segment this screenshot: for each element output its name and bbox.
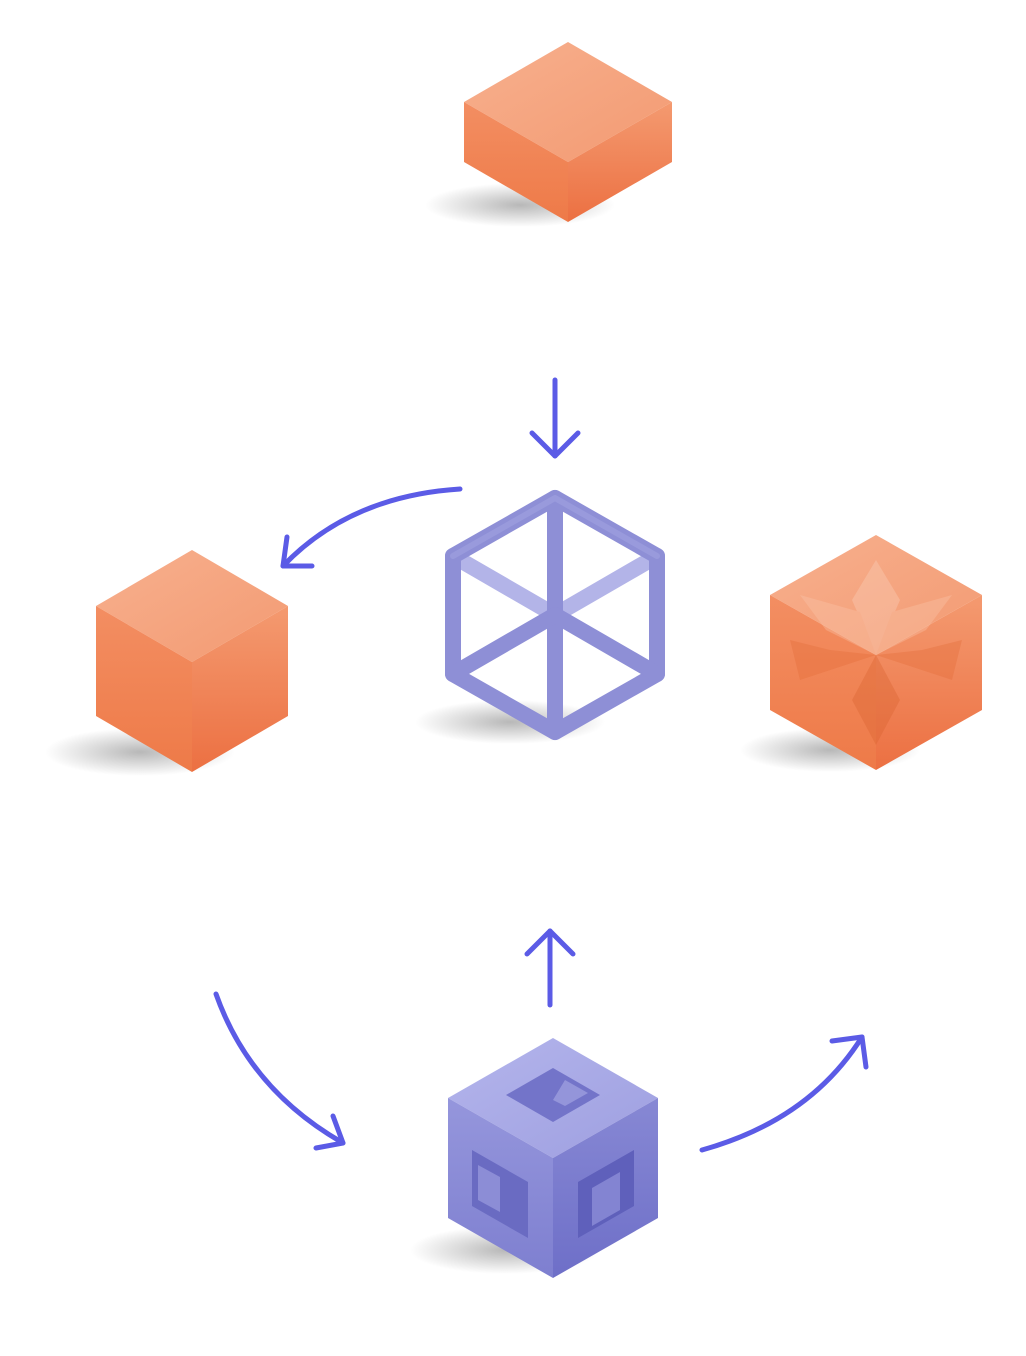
curved-arrow-left-icon	[280, 486, 463, 569]
solid-cube-icon	[45, 550, 288, 776]
hollow-cube-icon	[410, 1038, 658, 1278]
faceted-cube-icon	[740, 535, 982, 772]
arrow-down-icon	[529, 377, 581, 459]
curved-arrow-up-right-icon	[699, 1034, 869, 1153]
curved-arrow-down-right-icon	[213, 991, 346, 1151]
flat-block-icon	[425, 42, 672, 227]
arrow-up-icon	[524, 928, 576, 1008]
wireframe-cube-icon	[415, 490, 665, 744]
